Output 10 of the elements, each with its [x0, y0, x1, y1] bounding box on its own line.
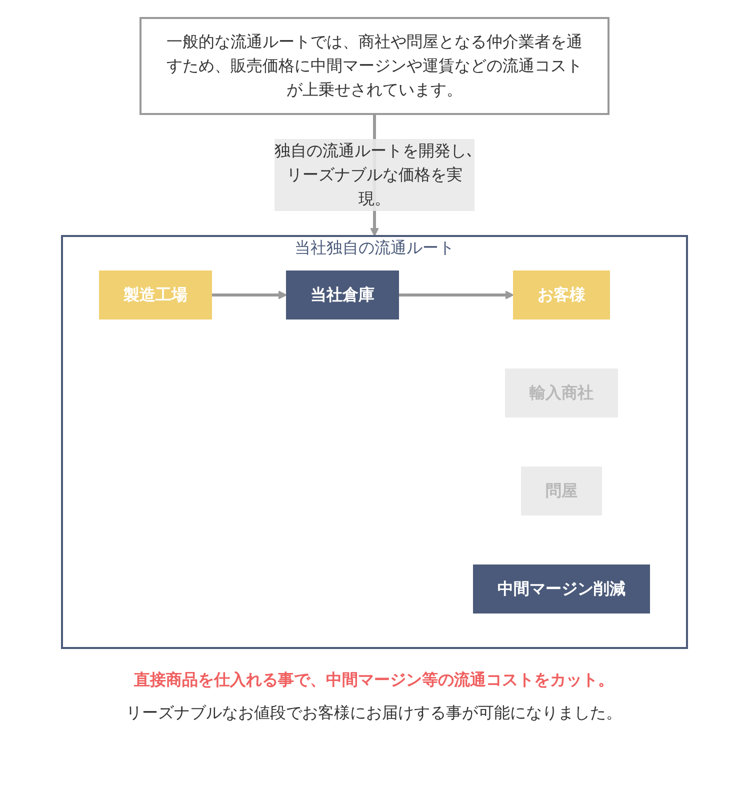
node-box: お客様: [512, 270, 610, 320]
edge-label: 独自の流通ルートを開発し､リーズナブルな価格を実現。: [274, 141, 474, 208]
note-text: 直接商品を仕入れる事で、中間マージン等の流通コストをカット。: [134, 670, 614, 691]
node-box: 当社倉庫: [286, 270, 398, 320]
note-text: リーズナブルなお値段でお客様にお届けする事が可能になりました。: [126, 703, 622, 724]
node-box: 一般的な流通ルートでは、商社や問屋となる仲介業者を通すため、販売価格に中間マージンや運賃などの流通コストが上乗せされています。: [139, 17, 609, 115]
arrow: [398, 290, 514, 300]
arrow: [211, 290, 286, 300]
node-box: 製造工場: [98, 270, 212, 320]
node-box: 中間マージン削減: [472, 564, 650, 614]
